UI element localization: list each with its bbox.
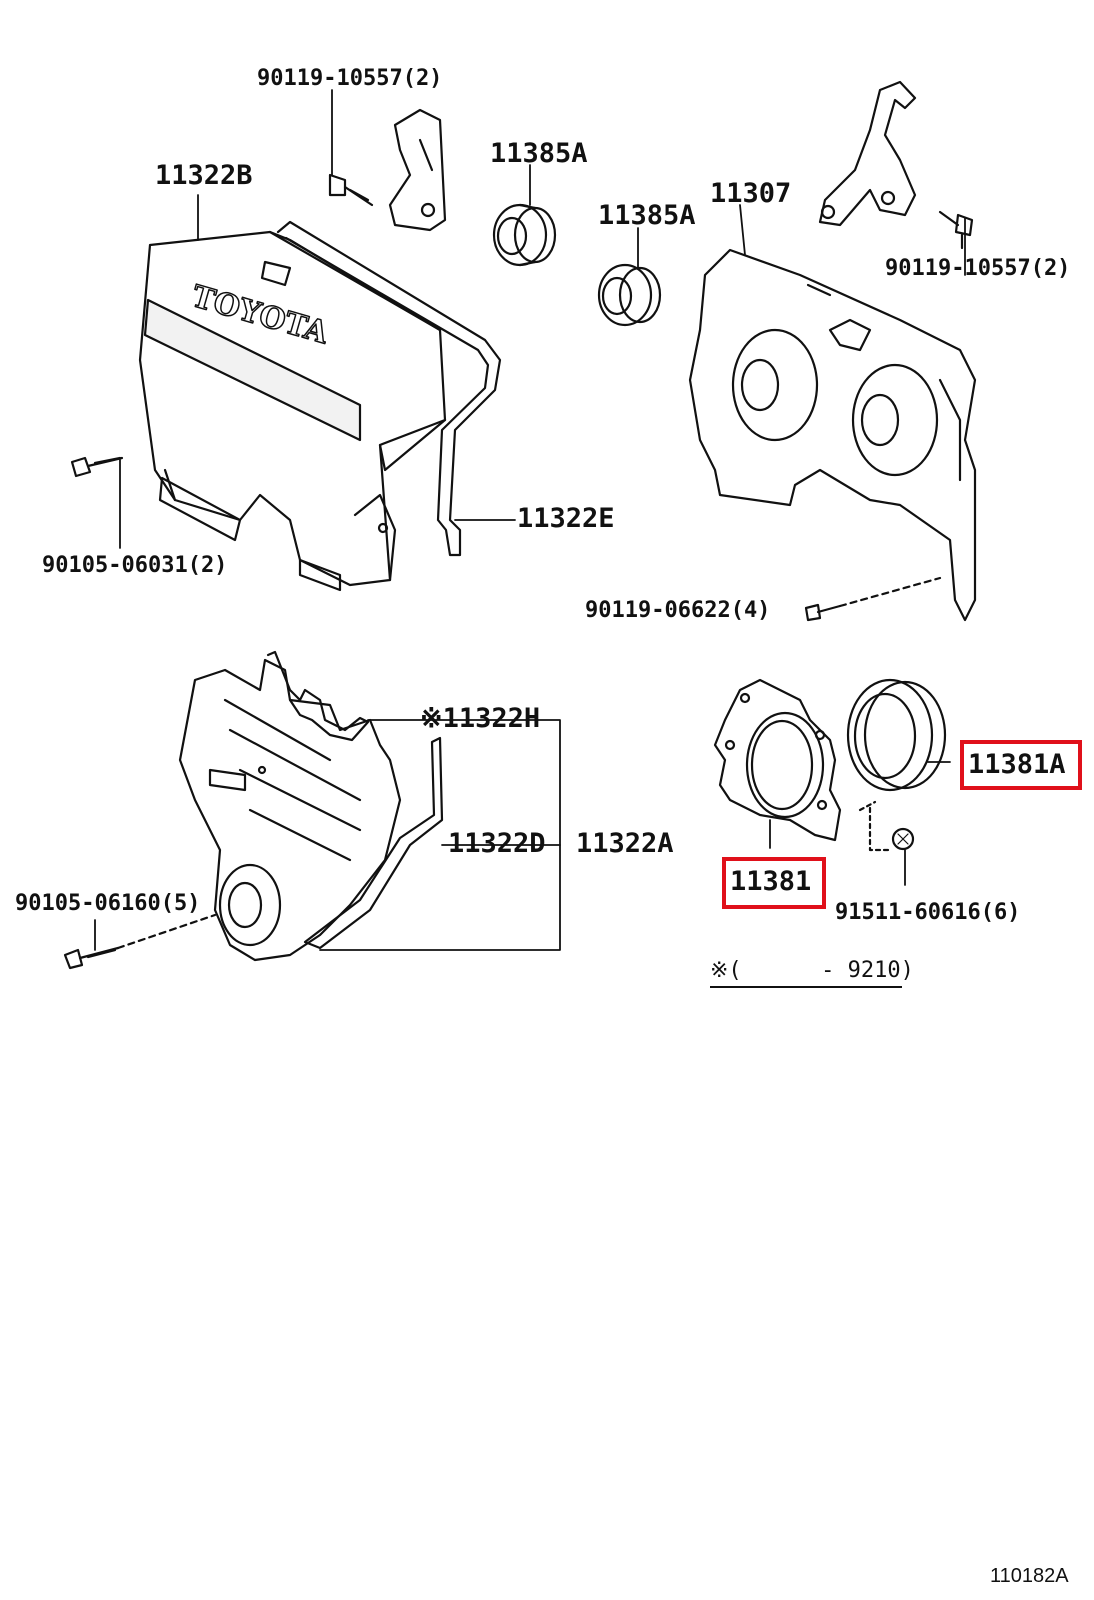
bolt-rear-plate xyxy=(804,576,942,622)
gasket-11322h xyxy=(266,650,370,742)
bolt-top-left xyxy=(328,173,374,207)
applicability-note: ※( - 9210) xyxy=(710,958,914,983)
engine-hanger-left xyxy=(388,108,447,232)
label-bolt-lower-left: 90105-06160(5) xyxy=(15,891,201,916)
bolt-top-right xyxy=(938,210,974,250)
seal-upper-1 xyxy=(492,203,557,267)
label-gasket-d: 11322D xyxy=(448,828,546,859)
note-underline xyxy=(710,986,902,988)
label-bolt-left-mid: 90105-06031(2) xyxy=(42,553,228,578)
highlight-box-retainer xyxy=(722,857,826,909)
bolt-lower-left xyxy=(63,913,217,970)
note-marker: ※ xyxy=(420,703,443,734)
plug-91511 xyxy=(858,800,915,852)
figure-reference: 110182A xyxy=(990,1565,1069,1587)
gasket-11322d xyxy=(303,736,444,950)
label-seal-upper-2: 11385A xyxy=(598,200,696,231)
label-bolt-top-right: 90119-10557(2) xyxy=(885,256,1071,281)
label-lower-cover: 11322A xyxy=(576,828,674,859)
lower-timing-cover xyxy=(178,658,402,962)
upper-timing-cover: TOYOTA xyxy=(138,230,447,592)
label-oil-seal[interactable]: 11381A xyxy=(968,749,1066,780)
label-bolt-rear-plate: 90119-06622(4) xyxy=(585,598,771,623)
gasket-11322e xyxy=(276,220,502,557)
engine-hanger-right xyxy=(818,80,917,227)
timing-belt-rear-plate xyxy=(688,248,977,622)
highlight-box-oil-seal xyxy=(960,740,1082,790)
leader-lines xyxy=(94,89,966,951)
label-upper-cover: 11322B xyxy=(155,160,253,191)
label-gasket-h: ※11322H xyxy=(420,705,540,732)
bolt-left-mid xyxy=(70,456,124,478)
label-plug: 91511-60616(6) xyxy=(835,900,1021,925)
label-rear-plate: 11307 xyxy=(710,178,792,209)
label-seal-upper-1: 11385A xyxy=(490,138,588,169)
seal-upper-2 xyxy=(597,263,662,327)
rear-oil-seal xyxy=(846,678,947,792)
label-retainer[interactable]: 11381 xyxy=(730,866,812,897)
label-bolt-top-left: 90119-10557(2) xyxy=(257,66,443,91)
label-gasket-e: 11322E xyxy=(517,503,615,534)
oil-seal-retainer xyxy=(713,678,842,842)
label-gasket-h-number: 11322H xyxy=(442,703,541,734)
